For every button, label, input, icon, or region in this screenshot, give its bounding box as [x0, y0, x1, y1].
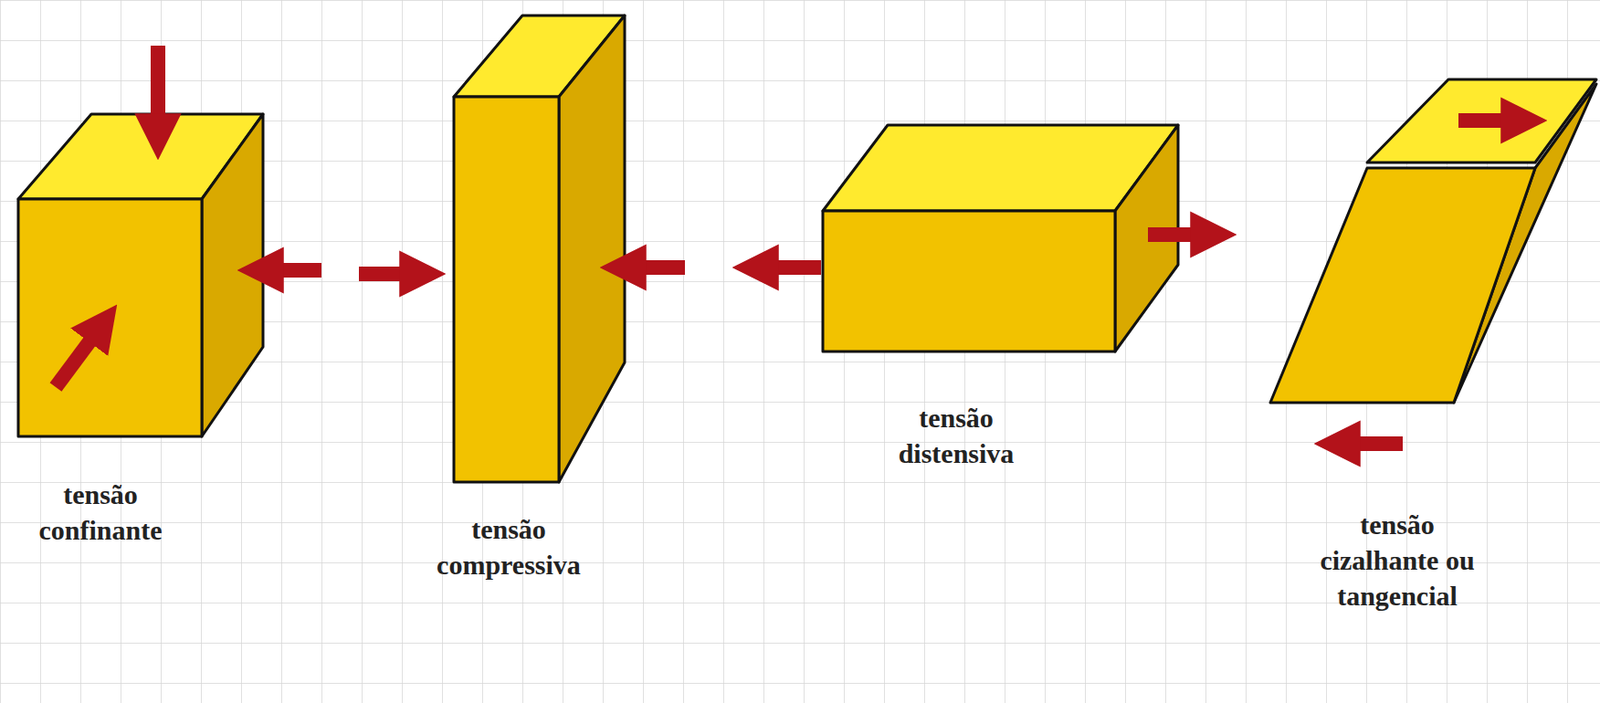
stress-arrows: [55, 45, 1529, 444]
compressed-slab: [453, 15, 625, 483]
stretched-block: [822, 125, 1179, 352]
sheared-block: [1270, 79, 1597, 403]
stress-caption: tensão distensiva: [860, 400, 1053, 472]
stress-caption: tensão compressiva: [412, 511, 605, 583]
stress-caption: tensão cizalhante ou tangencial: [1310, 506, 1485, 614]
stress-caption: tensão confinante: [9, 476, 192, 548]
confining-cube: [18, 114, 264, 437]
